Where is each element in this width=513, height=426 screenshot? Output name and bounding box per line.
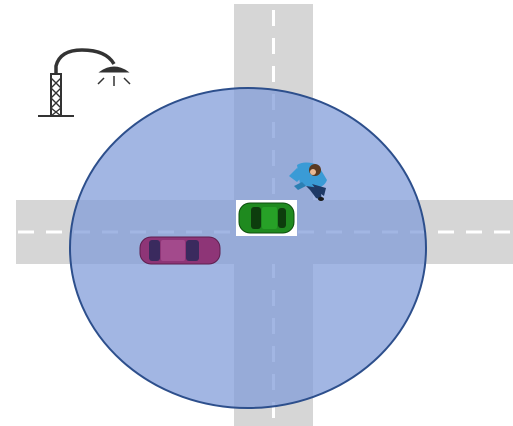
coverage-area — [69, 87, 427, 409]
ego-car — [236, 200, 297, 236]
other-car — [139, 236, 221, 265]
pedestrian — [289, 162, 327, 201]
street-lamp-icon — [38, 48, 131, 117]
